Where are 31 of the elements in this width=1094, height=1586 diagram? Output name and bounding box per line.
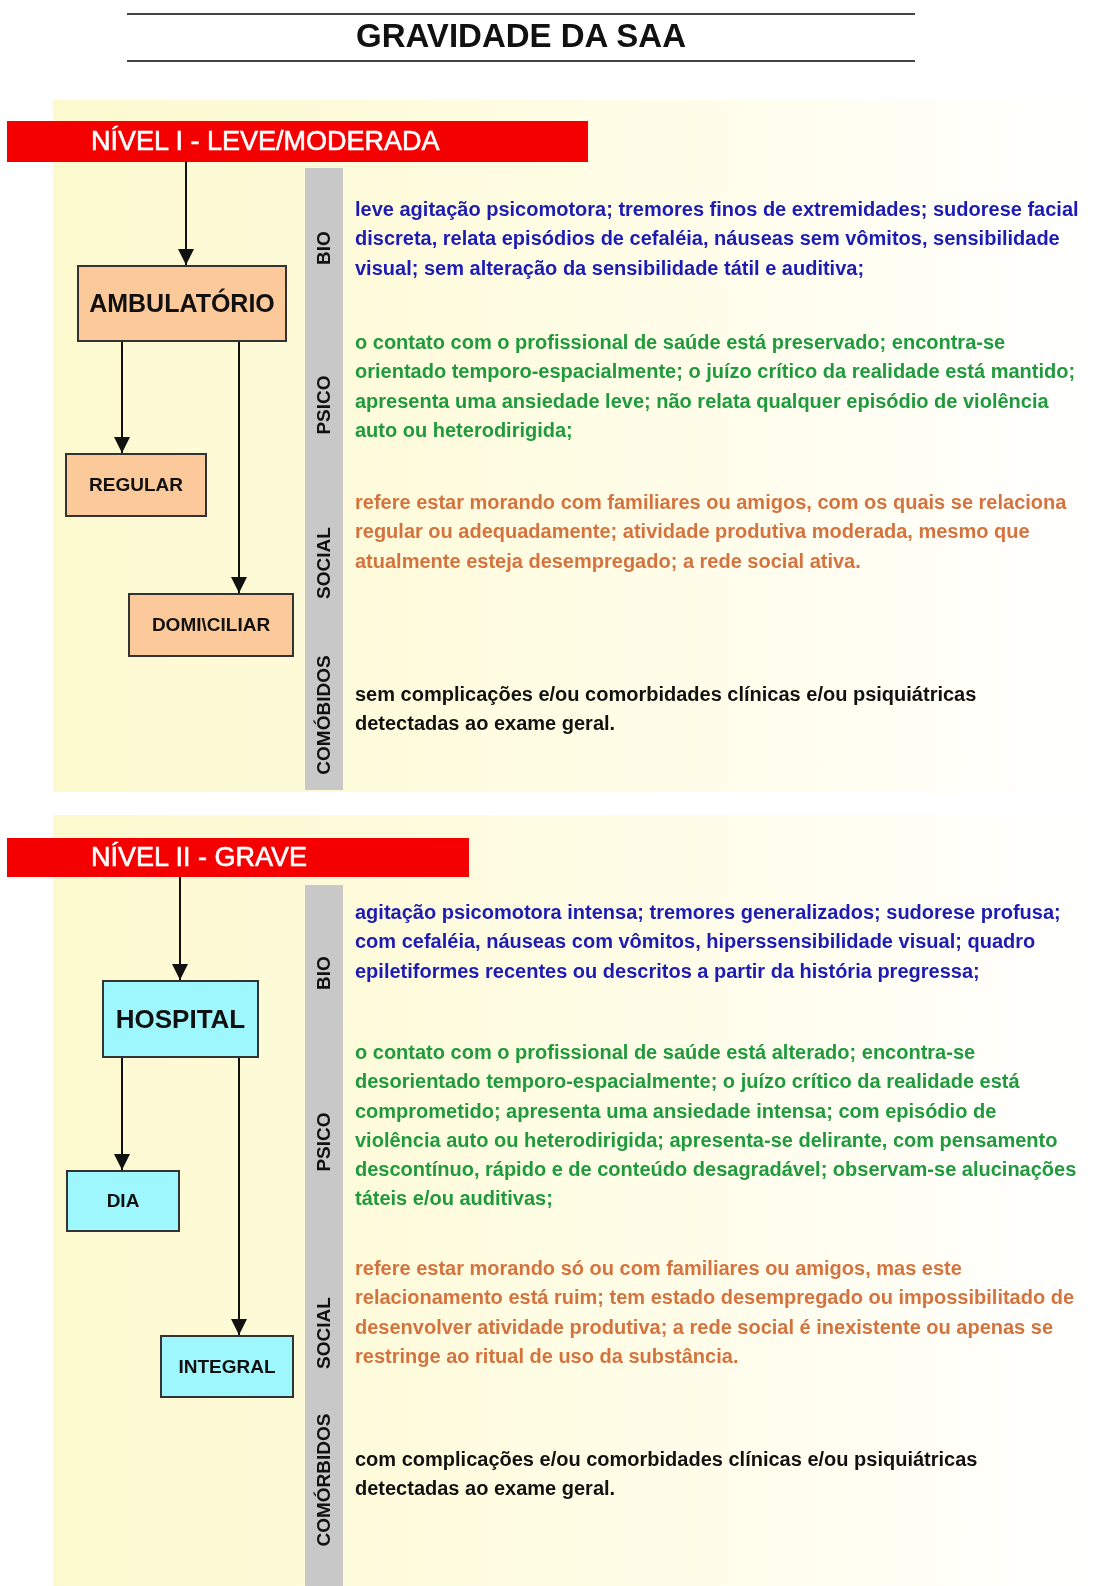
care-setting-box: DOMI\CILIAR <box>128 593 294 657</box>
category-label: COMÓBIDOS <box>313 655 335 775</box>
title: GRAVIDADE DA SAA <box>355 17 687 55</box>
category-label: COMÓRBIDOS <box>313 1413 335 1547</box>
description-text: refere estar morando com familiares ou amigos, com os quais se relaciona regular ou adequadamente; atividade produtiva moderada, mesmo que atualmente esteja desempregado; a rede social ativa. <box>355 490 1068 574</box>
arrow <box>231 1057 247 1336</box>
arrow <box>172 876 188 981</box>
description-text: com complicações e/ou comorbidades clínicas e/ou psiquiátricas detectadas ao exame geral. <box>355 1447 979 1502</box>
description-text: o contato com o profissional de saúde está alterado; encontra-se desorientado temporo-espacialmente; o juízo crítico da realidade está comprometido; apresenta uma ansiedade intensa; com episódio de violência auto ou heterodirigida; apresenta-se delirante, com pensamento descontínuo, rápido e de conteúdo desagradável; observam-se alucinações táteis e/ou auditivas; <box>355 1040 1078 1212</box>
level-banner: NÍVEL I - LEVE/MODERADA <box>7 121 588 162</box>
arrow <box>114 341 130 454</box>
care-setting-box: HOSPITAL <box>102 980 259 1058</box>
care-setting-box: DIA <box>66 1170 180 1232</box>
arrow <box>231 341 247 594</box>
category-label: BIO <box>313 956 335 990</box>
description-text: leve agitação psicomotora; tremores finos de extremidades; sudorese facial discreta, relata episódios de cefaléia, náuseas sem vômitos, sensibilidade visual; sem alteração da sensibilidade tátil e auditiva; <box>355 197 1080 281</box>
category-label: BIO <box>313 231 335 265</box>
care-setting-box: INTEGRAL <box>160 1335 294 1398</box>
category-label: PSICO <box>313 1112 335 1172</box>
care-setting-box: AMBULATÓRIO <box>77 265 287 342</box>
category-label: PSICO <box>313 375 335 435</box>
level-banner: NÍVEL II - GRAVE <box>7 838 469 877</box>
care-setting-box: REGULAR <box>65 453 207 517</box>
description-text: refere estar morando só ou com familiares ou amigos, mas este relacionamento está ruim; tem estado desempregado ou impossibilitado de desenvolver atividade produtiva; a rede social é inexistente ou apenas se restringe ao ritual de uso da substância. <box>355 1256 1076 1369</box>
arrow <box>178 161 194 266</box>
description-text: agitação psicomotora intensa; tremores generalizados; sudorese profusa; com cefaléia, náuseas com vômitos, hiperssensibilidade visual; quadro epiletiformes recentes ou descritos a partir da história pregressa; <box>355 900 1062 984</box>
category-label: SOCIAL <box>313 527 335 599</box>
category-label: SOCIAL <box>313 1297 335 1369</box>
arrow <box>114 1057 130 1171</box>
description-text: o contato com o profissional de saúde está preservado; encontra-se orientado temporo-espacialmente; o juízo crítico da realidade está mantido; apresenta uma ansiedade leve; não relata qualquer episódio de violência auto ou heterodirigida; <box>355 330 1077 443</box>
description-text: sem complicações e/ou comorbidades clínicas e/ou psiquiátricas detectadas ao exame geral. <box>355 682 978 737</box>
